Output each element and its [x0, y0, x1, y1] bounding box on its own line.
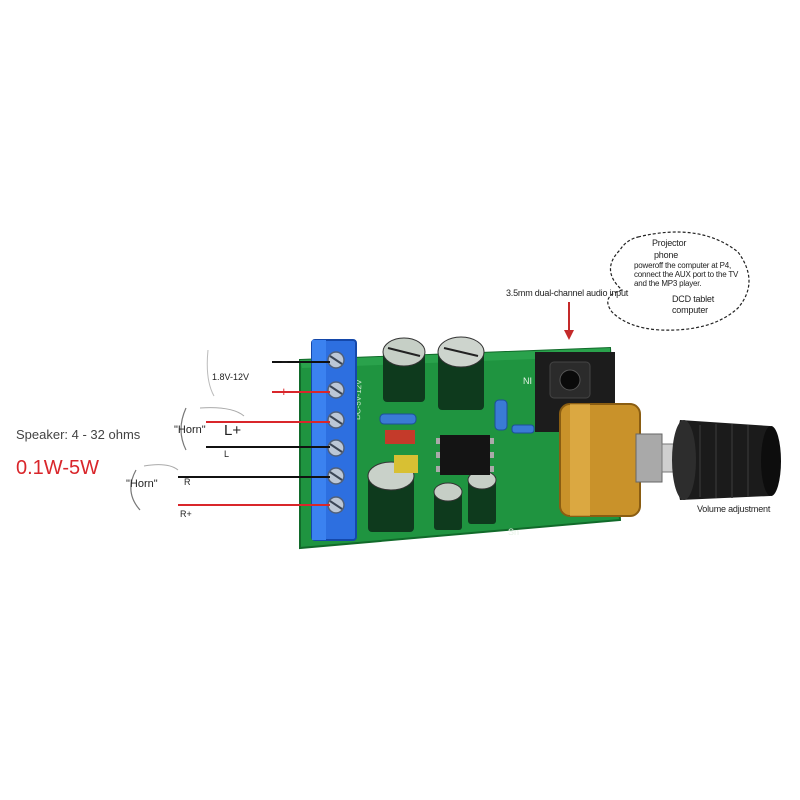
wires: [178, 361, 330, 506]
speaker-oval-icon: [180, 407, 187, 451]
source-line-7: computer: [672, 305, 708, 315]
down-arrow-icon: [564, 302, 574, 340]
jack-label-text: NI: [523, 376, 532, 386]
terminal-block: [311, 339, 357, 541]
resistors: [379, 399, 535, 444]
l-plus-label: L+: [224, 422, 242, 439]
capacitor-small-1: [433, 482, 463, 530]
source-line-6: DCD tablet: [672, 294, 715, 304]
voltage-label: 1.8V-12V: [212, 372, 250, 382]
potentiometer: [559, 403, 683, 517]
source-line-2: phone: [654, 250, 679, 260]
capacitor-top-left: [382, 337, 426, 402]
capacitor-small-2: [467, 470, 497, 524]
sources-cloud-outline: [607, 231, 750, 331]
pcb-sn-text: Sn: [508, 527, 519, 537]
ic-chip: [436, 435, 494, 475]
speaker-spec-label: Speaker: 4 - 32 ohms: [16, 427, 141, 442]
source-line-4: connect the AUX port to the TV: [634, 270, 739, 279]
source-line-1: Projector: [652, 238, 687, 248]
horn-left-label: "Horn": [174, 424, 206, 436]
power-spec-label: 0.1W-5W: [16, 457, 99, 479]
plus-sign: +: [280, 384, 288, 399]
r-label: R: [184, 477, 191, 487]
l-label: L: [224, 449, 230, 459]
source-line-5: and the MP3 player.: [634, 279, 702, 288]
speaker-oval-icon: [130, 469, 141, 511]
volume-knob: [672, 420, 781, 500]
r-plus-label: R+: [180, 509, 192, 519]
source-line-3: poweroff the computer at P4,: [634, 261, 731, 270]
capacitor-top-right: [437, 336, 485, 410]
pcb-silkscreen-text: DC-5V-12V: [353, 379, 363, 420]
volume-adjustment-label: Volume adjustment: [697, 504, 771, 514]
minus-sign: −: [281, 355, 289, 369]
audio-input-label: 3.5mm dual-channel audio input: [506, 288, 629, 298]
horn-right-label: "Horn": [126, 478, 158, 490]
capacitor-bottom-left: [367, 455, 418, 532]
